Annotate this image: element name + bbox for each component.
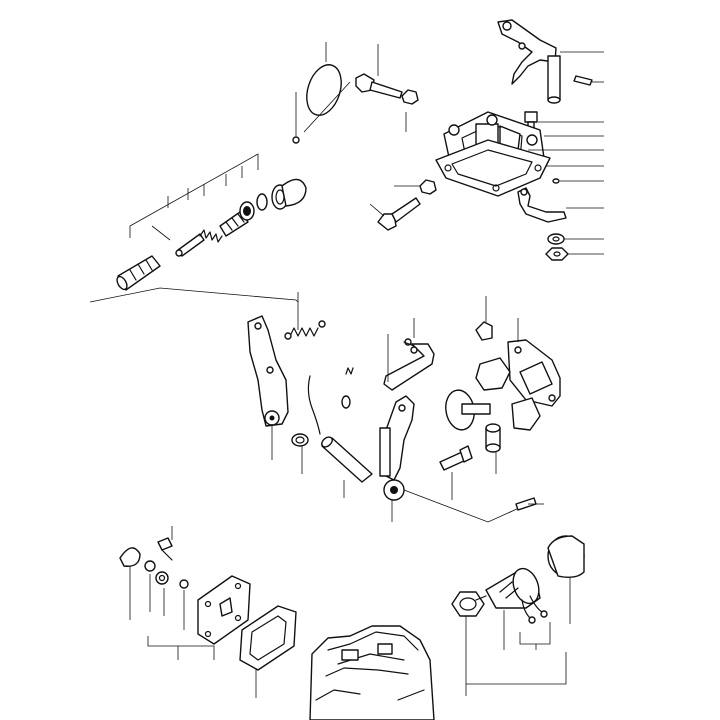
center-bolt	[355, 73, 403, 99]
bushing	[291, 433, 309, 447]
pivot-shaft	[321, 436, 373, 483]
solenoid-bolt	[475, 321, 493, 341]
spring-washer-bl	[179, 579, 189, 589]
lock-washer	[547, 233, 565, 245]
washer-bl	[144, 560, 156, 572]
sensor-boot	[547, 535, 585, 579]
control-lever-center	[379, 395, 415, 501]
pin-rod	[175, 233, 205, 257]
nut-bl	[155, 571, 169, 585]
end-cap	[281, 178, 307, 207]
governor-lever-left	[247, 315, 289, 427]
cover-gasket-bl	[239, 605, 297, 671]
hex-lock-nut	[451, 591, 485, 617]
callout-leaders-right	[528, 51, 604, 255]
coil-spring-small	[199, 229, 223, 243]
wire-link	[307, 375, 321, 435]
inspection-cover	[197, 575, 251, 645]
long-bolt-mid	[377, 197, 421, 231]
sensor-body	[475, 567, 541, 609]
callout-leaders-solenoid	[451, 296, 544, 505]
threaded-stud	[219, 211, 249, 237]
callout-leaders-mid	[271, 292, 529, 523]
nut-small-mid	[419, 179, 437, 195]
small-pin	[573, 75, 593, 86]
callout-leaders-top	[295, 42, 420, 217]
callout-leaders-left	[89, 153, 299, 303]
spring-retainer	[239, 201, 255, 221]
dust-cap	[119, 547, 141, 567]
solenoid-bracket	[507, 339, 561, 407]
plunger-sleeve	[116, 255, 161, 291]
diaphragm	[445, 389, 491, 431]
spring-clip	[341, 367, 354, 409]
callout-leaders-bl	[129, 526, 257, 698]
callout-leaders-br	[465, 578, 571, 696]
solenoid-body	[475, 357, 541, 431]
cover-gasket	[435, 139, 551, 197]
o-ring-seal	[306, 64, 342, 116]
small-ball	[292, 136, 300, 144]
hex-nut-right	[545, 247, 569, 261]
engine-block-fragment	[309, 625, 435, 720]
bracket-plate	[383, 343, 435, 391]
small-washer	[552, 178, 560, 184]
lever-pin	[403, 338, 415, 347]
adjust-bolt	[439, 445, 473, 471]
small-bolt-bl	[157, 537, 173, 561]
link-spring	[284, 320, 326, 340]
plunger-cylinder	[485, 423, 501, 453]
center-nut	[401, 89, 419, 105]
stop-lever	[517, 187, 567, 223]
retainer-washer	[256, 193, 268, 211]
governor-lever-arm	[497, 19, 561, 104]
sensor-wires	[521, 595, 548, 624]
